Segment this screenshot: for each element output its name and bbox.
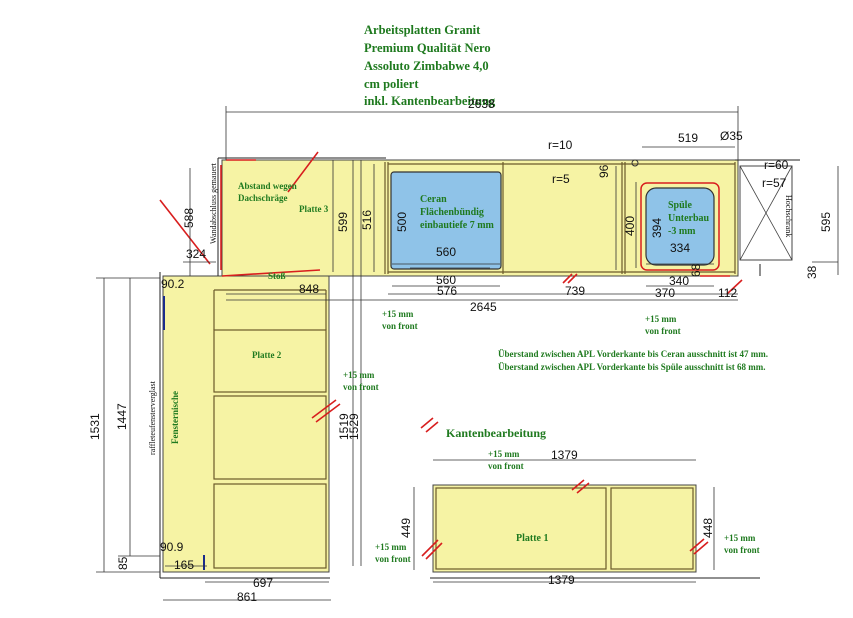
- dim-1529: 1529: [347, 413, 361, 440]
- sink-label-3: -3 mm: [668, 226, 696, 237]
- dim-560-b: 560: [436, 273, 456, 287]
- dim-519: 519: [678, 131, 698, 145]
- label-platte-3: Platte 3: [299, 204, 329, 214]
- dim-96: 96: [597, 164, 611, 178]
- dim-599: 599: [336, 212, 350, 232]
- dim-340: 340: [669, 274, 689, 288]
- dim-1447: 1447: [115, 403, 129, 430]
- note-ceran: Überstand zwischen APL Vorderkante bis C…: [498, 349, 768, 359]
- dim-861: 861: [237, 590, 257, 604]
- front15-e-2: von front: [375, 554, 411, 564]
- title-line-1: Arbeitsplatten Granit: [364, 23, 481, 37]
- dim-400: 400: [623, 216, 637, 236]
- dim-448: 448: [701, 518, 715, 538]
- label-abstand: Abstand wegen: [238, 181, 297, 191]
- dim-2645: 2645: [470, 300, 497, 314]
- ceran-cutout: Ceran Flächenbündig einbautiefe 7 mm: [390, 171, 502, 270]
- label-kantenbearbeitung: Kantenbearbeitung: [446, 426, 546, 440]
- dim-38: 38: [805, 265, 819, 279]
- tall-cabinet-label: Hochschrank: [784, 195, 793, 237]
- front15-f-2: von front: [724, 545, 760, 555]
- front15-a-1: +15 mm: [382, 309, 414, 319]
- dim-848: 848: [299, 282, 319, 296]
- dim-324: 324: [186, 247, 206, 261]
- dim-697: 697: [253, 576, 273, 590]
- front15-e-1: +15 mm: [375, 542, 407, 552]
- dim-85: 85: [116, 556, 130, 570]
- dim-top-total: 2638: [468, 97, 495, 111]
- front15-f-1: +15 mm: [724, 533, 756, 543]
- dim-739: 739: [565, 284, 585, 298]
- title-line-3: Assoluto Zimbabwe 4,0: [364, 59, 489, 73]
- platte-2-slab: [162, 275, 330, 573]
- dim-449: 449: [399, 518, 413, 538]
- label-platte-2: Platte 2: [252, 350, 282, 360]
- dim-35: Ø35: [720, 129, 743, 143]
- title-line-5: inkl. Kantenbearbeitung: [364, 94, 496, 108]
- wall-lines: [159, 157, 800, 579]
- sink-cutout: Spüle Unterbau -3 mm: [631, 159, 720, 271]
- ceran-label-1: Ceran: [420, 194, 447, 205]
- ceran-label-3: einbautiefe 7 mm: [420, 220, 495, 231]
- front15-c-1: +15 mm: [343, 370, 375, 380]
- label-tiny-vertical: raffleteufensterverglast: [148, 380, 157, 455]
- title-line-2: Premium Qualität Nero: [364, 41, 491, 55]
- platte-1-slab: Platte 1: [432, 484, 697, 573]
- dim-595: 595: [819, 212, 833, 232]
- dim-588: 588: [182, 208, 196, 228]
- dim-r57: r=57: [762, 176, 787, 190]
- front15-b-2: von front: [645, 326, 681, 336]
- edge-marks: [159, 151, 743, 560]
- dim-516: 516: [360, 210, 374, 230]
- note-spuele: Überstand zwischen APL Vorderkante bis S…: [498, 362, 766, 372]
- dim-68: 68: [689, 263, 703, 277]
- dim-1519: 1519: [337, 413, 351, 440]
- dim-1379-top: 1379: [551, 448, 578, 462]
- front15-d-1: +15 mm: [488, 449, 520, 459]
- dim-500: 500: [395, 212, 409, 232]
- front15-b-1: +15 mm: [645, 314, 677, 324]
- dimension-lines: [96, 106, 839, 601]
- tall-cabinet: Hochschrank: [739, 165, 793, 261]
- sink-label-1: Spüle: [668, 200, 692, 211]
- dim-90-9: 90.9: [160, 540, 184, 554]
- dim-165: 165: [174, 558, 194, 572]
- ceran-label-2: Flächenbündig: [420, 207, 484, 218]
- dim-r10: r=10: [548, 138, 573, 152]
- dim-1379-bottom: 1379: [548, 573, 575, 587]
- dim-394: 394: [650, 218, 664, 238]
- dim-576: 576: [437, 284, 457, 298]
- sink-label-2: Unterbau: [668, 213, 710, 224]
- dim-112: 112: [718, 286, 737, 300]
- dim-370: 370: [655, 286, 675, 300]
- dim-90-2: 90.2: [161, 277, 185, 291]
- front15-d-2: von front: [488, 461, 524, 471]
- dim-334: 334: [670, 241, 690, 255]
- label-dachschraege: Dachschräge: [238, 193, 288, 203]
- dim-1531: 1531: [88, 413, 102, 440]
- label-stoss: Stoß: [268, 271, 286, 281]
- front15-a-2: von front: [382, 321, 418, 331]
- label-fensternische: Fensternische: [170, 391, 180, 444]
- label-tiny-left: Wandabschluss gemauert: [209, 162, 218, 244]
- dim-r60: r=60: [764, 158, 789, 172]
- platte-1-label: Platte 1: [516, 533, 549, 544]
- front15-c-2: von front: [343, 382, 379, 392]
- title-line-4: cm poliert: [364, 77, 419, 91]
- title-block: Arbeitsplatten Granit Premium Qualität N…: [364, 23, 496, 108]
- dim-560-a: 560: [436, 245, 456, 259]
- dim-r5: r=5: [552, 172, 570, 186]
